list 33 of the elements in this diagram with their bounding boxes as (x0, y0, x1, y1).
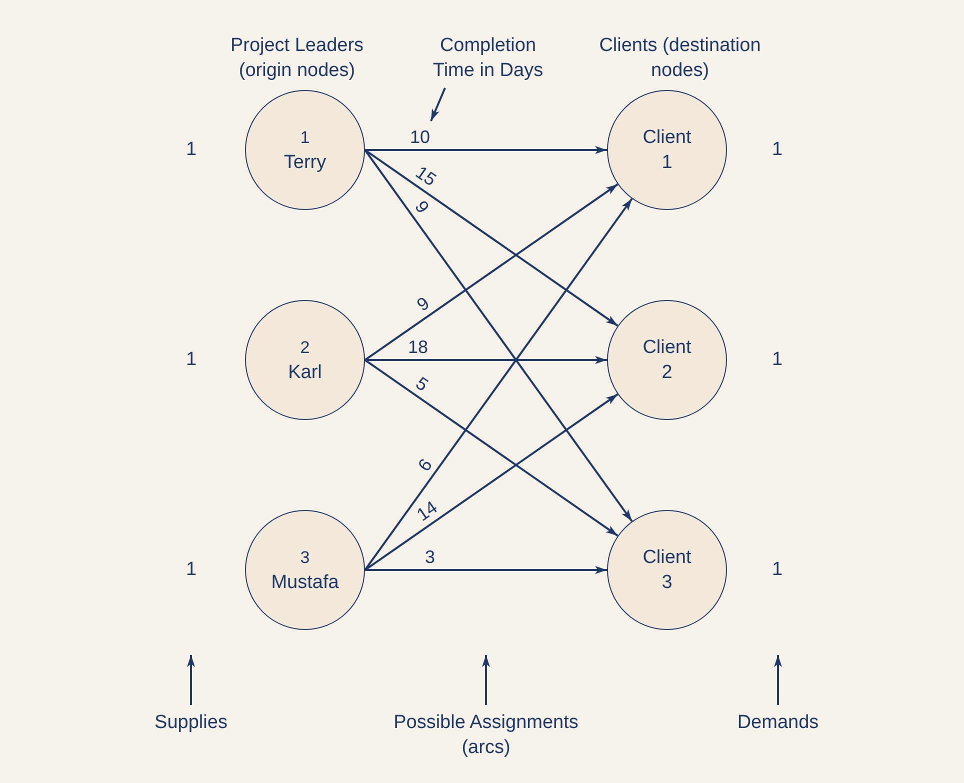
column-heading: Clients (destination nodes) (598, 34, 762, 83)
node-number: 2 (300, 337, 310, 359)
arrow (364, 183, 618, 361)
pointer-caption: Completion Time in Days (432, 34, 544, 83)
node-label: Mustafa (271, 571, 339, 595)
arrow (364, 149, 633, 522)
node-label: Client 2 (642, 336, 692, 385)
arrow (365, 356, 607, 364)
column-heading: Project Leaders (origin nodes) (229, 34, 365, 83)
axis-caption: Supplies (154, 711, 228, 735)
supply-value: 1 (186, 349, 197, 371)
arrow (365, 566, 607, 574)
node-label: Client 3 (642, 546, 692, 595)
node-label: Terry (284, 151, 326, 175)
node-label: Karl (288, 361, 322, 385)
arrow (365, 146, 607, 154)
axis-caption: Possible Assignments (arcs) (392, 711, 580, 760)
arrow (364, 149, 618, 327)
node-number: 1 (300, 127, 310, 149)
arrow (364, 198, 633, 571)
supply-value: 1 (186, 139, 197, 161)
node-number: 3 (300, 547, 310, 569)
arrow (364, 359, 618, 537)
edge-label: 18 (407, 338, 430, 356)
arrow (364, 393, 618, 571)
node-label: Client 1 (642, 126, 692, 175)
demand-value: 1 (772, 349, 783, 371)
edge-label: 3 (424, 548, 436, 566)
demand-value: 1 (772, 139, 783, 161)
demand-value: 1 (772, 559, 783, 581)
supply-value: 1 (186, 559, 197, 581)
axis-caption: Demands (737, 711, 819, 735)
edge-label: 10 (409, 128, 432, 146)
